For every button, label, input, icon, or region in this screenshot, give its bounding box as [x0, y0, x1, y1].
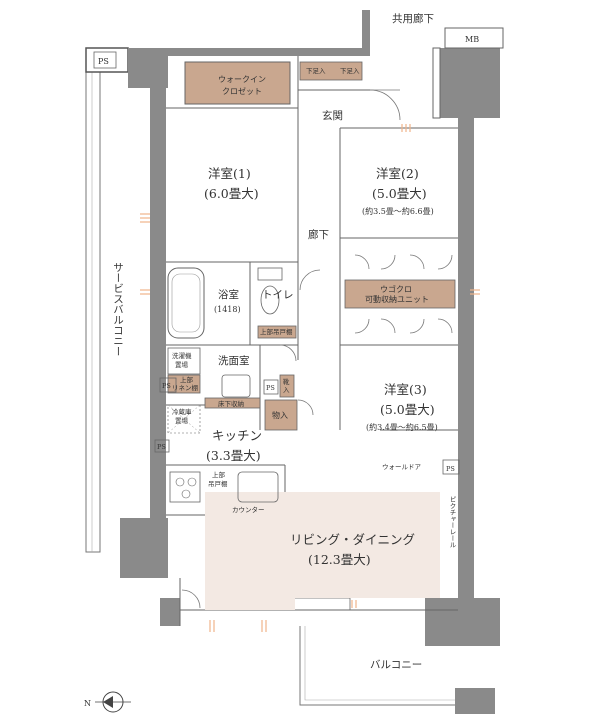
label-ps-kitchen: PS [157, 443, 166, 451]
ugokuro-unit [344, 279, 456, 309]
label-room2-name: 洋室(2) [376, 166, 419, 181]
label-room1-size: (6.0畳大) [204, 186, 259, 201]
label-bath-name: 浴室 [218, 288, 239, 301]
label-linen-1: 上部 [180, 375, 194, 384]
label-storage: 物入 [272, 410, 288, 420]
label-kitchen-size: (3.3畳大) [206, 448, 261, 463]
label-ugokuro-1: ウゴクロ [380, 284, 412, 294]
label-ps-right: PS [446, 465, 455, 473]
label-bath-size: (1418) [214, 305, 241, 314]
label-mb: MB [465, 35, 479, 44]
toilet-upper-cabinet [257, 325, 297, 339]
label-room3-size: (5.0畳大) [380, 402, 435, 417]
label-ugokuro-2: 可動収納ユニット [365, 294, 429, 304]
storage-room [264, 399, 298, 431]
ps-boxes [93, 51, 460, 475]
label-washer-2: 置場 [175, 360, 189, 369]
label-hallway: 廊下 [308, 228, 329, 241]
label-fridge-1: 冷蔵庫 [172, 407, 192, 416]
label-room3-name: 洋室(3) [384, 382, 427, 397]
label-shoe-box-2: 下足入 [340, 67, 360, 75]
label-washer-1: 洗濯機 [172, 351, 192, 360]
label-room3-range: (約3.4畳～約6.5畳) [366, 422, 438, 432]
label-shoe-upper2: 入 [283, 386, 290, 394]
label-room2-size: (5.0畳大) [372, 186, 427, 201]
fixtures [167, 267, 283, 503]
label-walk-in-closet-1: ウォークイン [218, 75, 266, 84]
label-balcony: バルコニー [370, 659, 422, 671]
label-walk-in-closet-2: クロゼット [222, 86, 262, 96]
label-toilet: トイレ [262, 289, 294, 301]
label-room2-range: (約3.5畳～約6.6畳) [362, 206, 434, 216]
label-washroom: 洗面室 [218, 354, 250, 367]
label-fridge-2: 置場 [175, 416, 189, 425]
label-shoe-upper: 靴 [283, 377, 290, 386]
label-upper-cab-2: 吊戸棚 [208, 479, 228, 488]
label-living-size: (12.3畳大) [308, 552, 371, 567]
label-counter: カウンター [232, 505, 265, 514]
north-arrow [95, 691, 131, 713]
label-picture-rail: ピクチャーレール [448, 496, 456, 548]
label-linen-2: リネン棚 [172, 383, 199, 392]
label-wall-door: ウォールドア [382, 463, 422, 471]
floor-storage [204, 397, 261, 409]
balcony-area [299, 626, 455, 706]
label-service-balcony: サービスバルコニー [112, 262, 124, 357]
service-balcony-area [85, 47, 129, 553]
doors [181, 89, 453, 609]
label-floor-storage: 床下収納 [218, 399, 244, 408]
label-common-corridor: 共用廊下 [392, 12, 434, 25]
shoe-cabinet [279, 374, 295, 398]
structural-walls [120, 10, 504, 714]
label-ps-closet: PS [266, 384, 275, 392]
label-ps-wash: PS [162, 382, 171, 390]
storage-fills [167, 61, 456, 431]
label-kitchen-name: キッチン [212, 428, 262, 443]
label-ps-top: PS [98, 57, 109, 66]
walk-in-closet [184, 61, 291, 105]
label-upper-cabinet: 上部吊戸棚 [260, 327, 293, 336]
accent-ticks [140, 124, 480, 632]
label-shoe-box-1: 下足入 [306, 67, 326, 75]
label-entrance: 玄関 [322, 109, 343, 122]
label-north: N [84, 699, 91, 708]
shoe-box-area [299, 61, 363, 81]
label-room1-name: 洋室(1) [208, 166, 251, 181]
label-living-name: リビング・ダイニング [290, 532, 415, 547]
living-dining-area [205, 492, 440, 610]
label-upper-cab-1: 上部 [212, 470, 226, 479]
